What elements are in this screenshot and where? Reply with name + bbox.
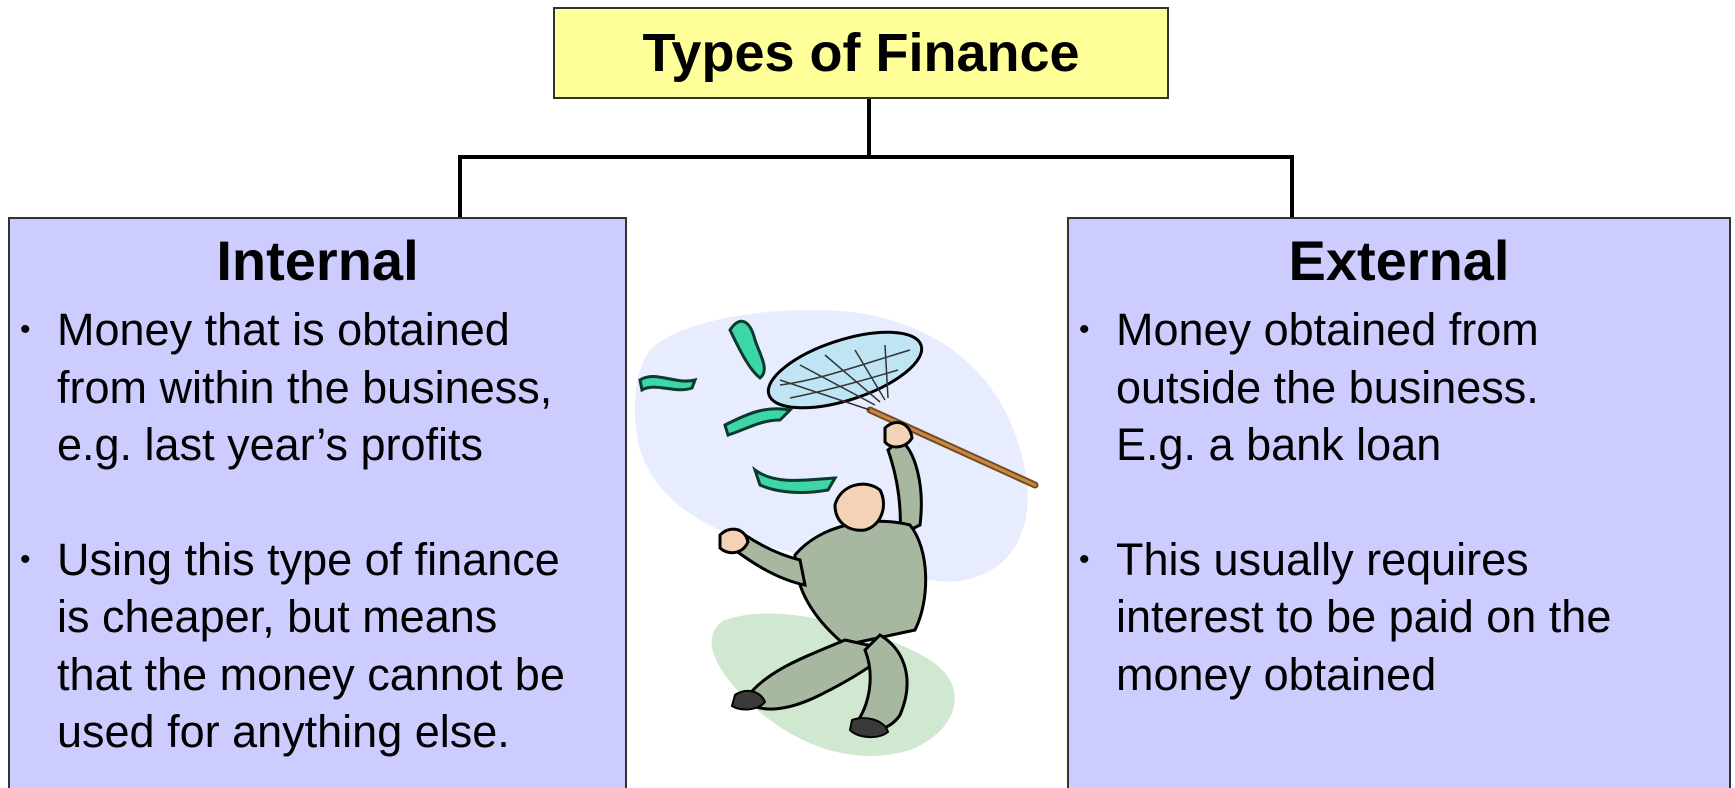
- external-heading: External: [1288, 229, 1510, 292]
- list-item: • Money that is obtained from within the…: [10, 301, 625, 474]
- list-item: • This usually requires interest to be p…: [1069, 531, 1729, 704]
- businessman-catching-money-with-net-icon: [634, 310, 1039, 756]
- bullet-icon: •: [20, 313, 31, 346]
- internal-bullet-list: • Money that is obtained from within the…: [10, 301, 625, 788]
- bullet-icon: •: [1079, 313, 1090, 346]
- bullet-icon: •: [1079, 542, 1090, 576]
- bullet-text: This usually requires interest to be pai…: [1116, 533, 1612, 700]
- bullet-text: Money that is obtained from within the b…: [57, 304, 553, 470]
- external-finance-panel: External • Money obtained from outside t…: [1067, 217, 1731, 788]
- external-bullet-list: • Money obtained from outside the busine…: [1069, 301, 1729, 760]
- internal-heading: Internal: [216, 229, 419, 292]
- bullet-text: Money obtained from outside the business…: [1116, 304, 1539, 470]
- internal-finance-panel: Internal • Money that is obtained from w…: [8, 217, 627, 788]
- bullet-text: Using this type of finance is cheaper, b…: [57, 533, 565, 758]
- bullet-icon: •: [20, 542, 31, 576]
- list-item: • Money obtained from outside the busine…: [1069, 301, 1729, 474]
- list-item: • Using this type of finance is cheaper,…: [10, 531, 625, 761]
- diagram-title: Types of Finance: [553, 7, 1169, 99]
